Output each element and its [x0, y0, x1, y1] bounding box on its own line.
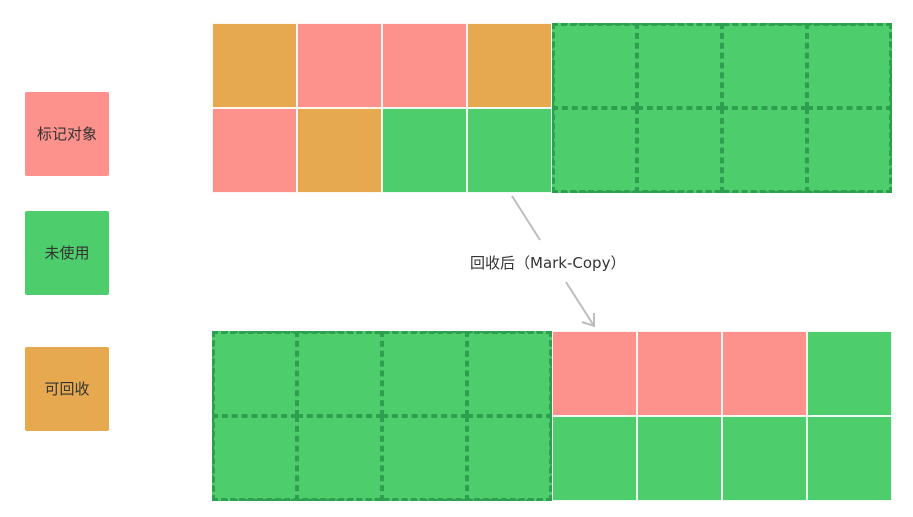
- memory-cell-marked: [212, 108, 297, 193]
- memory-cell-marked: [382, 23, 467, 108]
- memory-cell-unused: [637, 416, 722, 501]
- memory-cell-unused: [807, 416, 892, 501]
- memory-cell-freed: [382, 331, 467, 416]
- caption-after-collection: 回收后（Mark-Copy）: [470, 254, 626, 272]
- memory-cell-unused: [467, 108, 552, 193]
- memory-cell-freed: [807, 108, 892, 193]
- memory-cell-unused: [722, 416, 807, 501]
- legend-unused-label: 未使用: [44, 244, 90, 262]
- arrow-head: [581, 313, 595, 328]
- memory-cell-freed: [297, 331, 382, 416]
- memory-cell-reclaimable: [297, 108, 382, 193]
- memory-cell-unused: [807, 331, 892, 416]
- legend-reclaimable: 可回收: [25, 347, 109, 431]
- legend-marked-object: 标记对象: [25, 92, 109, 176]
- arrow-line-bottom: [565, 281, 595, 327]
- memory-cell-freed: [212, 416, 297, 501]
- memory-cell-unused: [382, 108, 467, 193]
- memory-cell-freed: [297, 416, 382, 501]
- memory-cell-unused: [552, 416, 637, 501]
- memory-cell-reclaimable: [212, 23, 297, 108]
- memory-cell-freed: [722, 108, 807, 193]
- memory-cell-marked: [722, 331, 807, 416]
- legend-unused: 未使用: [25, 211, 109, 295]
- legend-reclaimable-label: 可回收: [44, 380, 90, 398]
- arrow-line-top: [511, 195, 541, 241]
- memory-cell-freed: [467, 416, 552, 501]
- memory-cell-marked: [297, 23, 382, 108]
- memory-cell-reclaimable: [467, 23, 552, 108]
- memory-cell-marked: [637, 331, 722, 416]
- legend-marked-label: 标记对象: [37, 125, 98, 143]
- memory-cell-freed: [637, 108, 722, 193]
- memory-cell-marked: [552, 331, 637, 416]
